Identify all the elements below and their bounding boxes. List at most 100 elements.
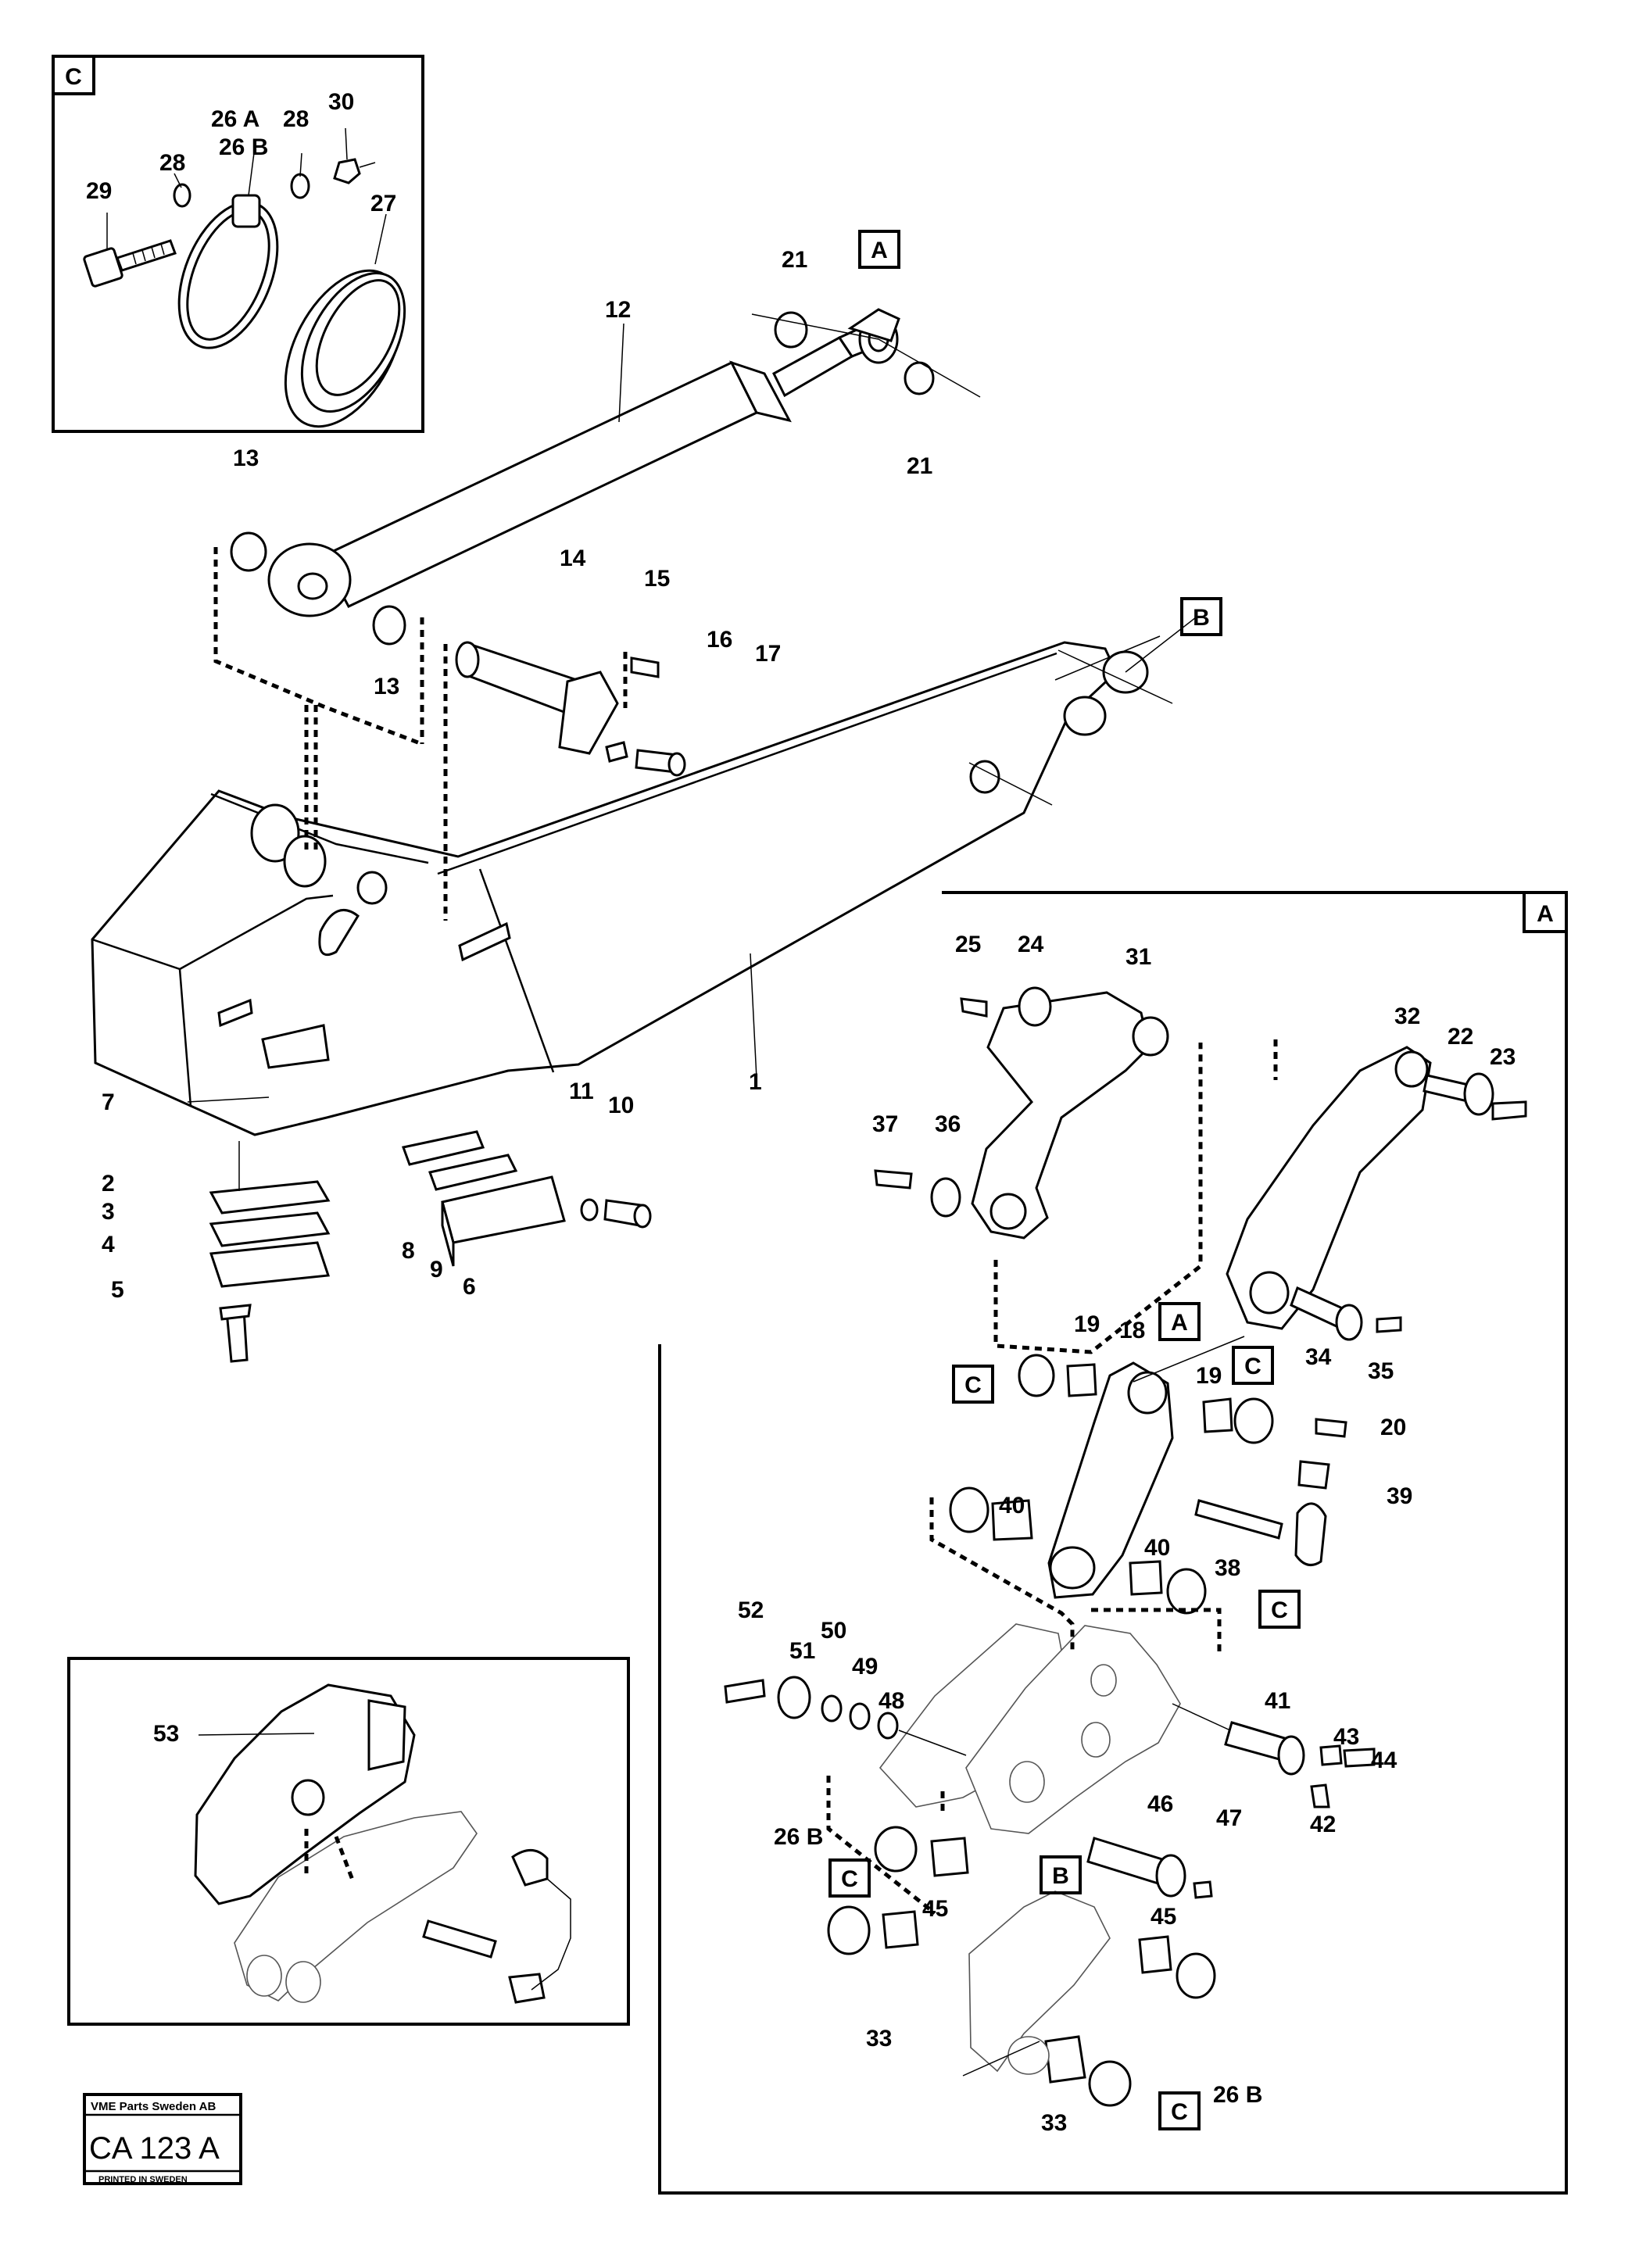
inset-c-tag xyxy=(52,55,95,95)
hitch-pin-part xyxy=(508,1973,546,2004)
svg-text:C: C xyxy=(1171,2099,1188,2125)
assembly-guides xyxy=(213,547,628,921)
callout-13-bottom: 13 xyxy=(374,674,399,699)
grease-nipple-part xyxy=(1315,1418,1347,1438)
seal-part xyxy=(284,269,406,428)
bushing-part xyxy=(1066,1363,1097,1397)
callout-45-left: 45 xyxy=(922,1896,948,1922)
callout-2: 2 xyxy=(102,1171,115,1197)
link-part xyxy=(1047,1361,1174,1599)
callout-48: 48 xyxy=(879,1688,904,1714)
washer-part xyxy=(173,183,191,208)
callout-50: 50 xyxy=(821,1618,846,1644)
callout-26b-inset: 26 B xyxy=(219,134,268,160)
ref-box-a-link: A xyxy=(1158,1302,1201,1341)
ref-box-c-2: C xyxy=(952,1365,994,1404)
washer-part xyxy=(821,1694,843,1722)
bolt-part xyxy=(1343,1748,1376,1768)
callout-28-left: 28 xyxy=(159,150,185,176)
washer-part xyxy=(1018,986,1052,1027)
wear-plate-set xyxy=(402,1130,652,1267)
callout-40-right: 40 xyxy=(1144,1535,1170,1561)
ref-box-c-4: C xyxy=(828,1858,871,1898)
stamp-printed: PRINTED IN SWEDEN xyxy=(98,2175,188,2184)
washer-part xyxy=(877,1712,899,1740)
callout-labels: 1 2 3 4 5 6 7 8 9 10 11 12 13 13 14 15 1… xyxy=(86,89,1516,2136)
callout-31: 31 xyxy=(1125,944,1151,970)
callout-37: 37 xyxy=(872,1111,898,1137)
callout-18: 18 xyxy=(1119,1318,1145,1343)
callout-42: 42 xyxy=(1310,1812,1336,1837)
callout-6: 6 xyxy=(463,1274,476,1300)
washer-part xyxy=(580,1198,599,1222)
callout-13-top: 13 xyxy=(233,445,259,471)
callout-33-right: 33 xyxy=(1041,2110,1067,2136)
svg-text:A: A xyxy=(1171,1310,1188,1336)
callout-10: 10 xyxy=(608,1093,634,1118)
ref-box-b-lower: B xyxy=(1040,1855,1082,1894)
callout-34: 34 xyxy=(1305,1344,1332,1370)
publication-stamp: VME Parts Sweden AB CA 123 A PRINTED IN … xyxy=(83,2093,242,2185)
callout-14: 14 xyxy=(560,546,586,571)
o-ring-part xyxy=(874,1826,918,1873)
callout-16: 16 xyxy=(707,627,732,653)
ref-box-a-top: A xyxy=(858,230,900,269)
svg-text:C: C xyxy=(1244,1354,1261,1379)
bushing-part xyxy=(1044,2035,1086,2084)
callout-40-left: 40 xyxy=(999,1493,1025,1519)
callout-38: 38 xyxy=(1215,1555,1240,1581)
callout-25: 25 xyxy=(955,932,981,957)
callout-47: 47 xyxy=(1216,1805,1242,1831)
grease-nipple-part xyxy=(1193,1880,1213,1899)
svg-text:C: C xyxy=(1271,1597,1288,1623)
washer-part xyxy=(605,741,628,763)
callout-15: 15 xyxy=(644,566,670,592)
callout-26b-left: 26 B xyxy=(774,1824,823,1850)
clamp-ring-part xyxy=(177,194,279,349)
svg-text:C: C xyxy=(964,1372,982,1398)
callout-23: 23 xyxy=(1490,1044,1516,1070)
callout-24: 24 xyxy=(1018,932,1044,957)
callout-20: 20 xyxy=(1380,1415,1406,1440)
callout-26b-right: 26 B xyxy=(1213,2082,1262,2108)
callout-8: 8 xyxy=(402,1238,415,1264)
callout-26a: 26 A xyxy=(211,106,259,132)
ref-box-c-3: C xyxy=(1258,1590,1301,1629)
bolt-part xyxy=(960,997,988,1018)
callout-11: 11 xyxy=(569,1079,594,1104)
pin-assembly xyxy=(455,641,686,777)
stamp-company: VME Parts Sweden AB xyxy=(91,2100,216,2113)
washer-part xyxy=(849,1702,871,1730)
callout-44: 44 xyxy=(1371,1748,1397,1773)
o-ring-part xyxy=(1176,1952,1216,1999)
hydraulic-cylinder xyxy=(230,308,981,646)
callout-33-left: 33 xyxy=(866,2026,892,2052)
callout-52: 52 xyxy=(738,1597,764,1623)
callout-51: 51 xyxy=(789,1638,815,1664)
callout-39: 39 xyxy=(1387,1483,1412,1509)
o-ring-part xyxy=(949,1486,989,1533)
chain-ring-part xyxy=(511,1849,549,1887)
stamp-code: CA 123 A xyxy=(89,2131,220,2166)
o-ring-part xyxy=(827,1905,871,1955)
callout-3: 3 xyxy=(102,1199,115,1225)
grease-nipple-part xyxy=(630,656,660,678)
callout-36: 36 xyxy=(935,1111,961,1137)
o-ring-part xyxy=(1018,1354,1055,1397)
callout-29: 29 xyxy=(86,178,112,204)
lift-arm-part xyxy=(971,991,1151,1240)
washer-part xyxy=(290,173,310,199)
svg-text:B: B xyxy=(1052,1863,1069,1889)
callout-49: 49 xyxy=(852,1654,878,1680)
coupler-frame xyxy=(234,1811,478,2001)
coupler-lower xyxy=(968,1891,1111,2073)
grease-nipple-part xyxy=(1310,1783,1330,1808)
nut-part xyxy=(333,158,361,184)
inset-a: A xyxy=(658,891,1568,2195)
callout-28-right: 28 xyxy=(283,106,309,132)
callout-12: 12 xyxy=(605,297,631,323)
callout-30: 30 xyxy=(328,89,354,115)
bushing-part xyxy=(1129,1560,1163,1596)
bearing-ring-part xyxy=(372,605,406,646)
callout-35: 35 xyxy=(1368,1358,1394,1384)
